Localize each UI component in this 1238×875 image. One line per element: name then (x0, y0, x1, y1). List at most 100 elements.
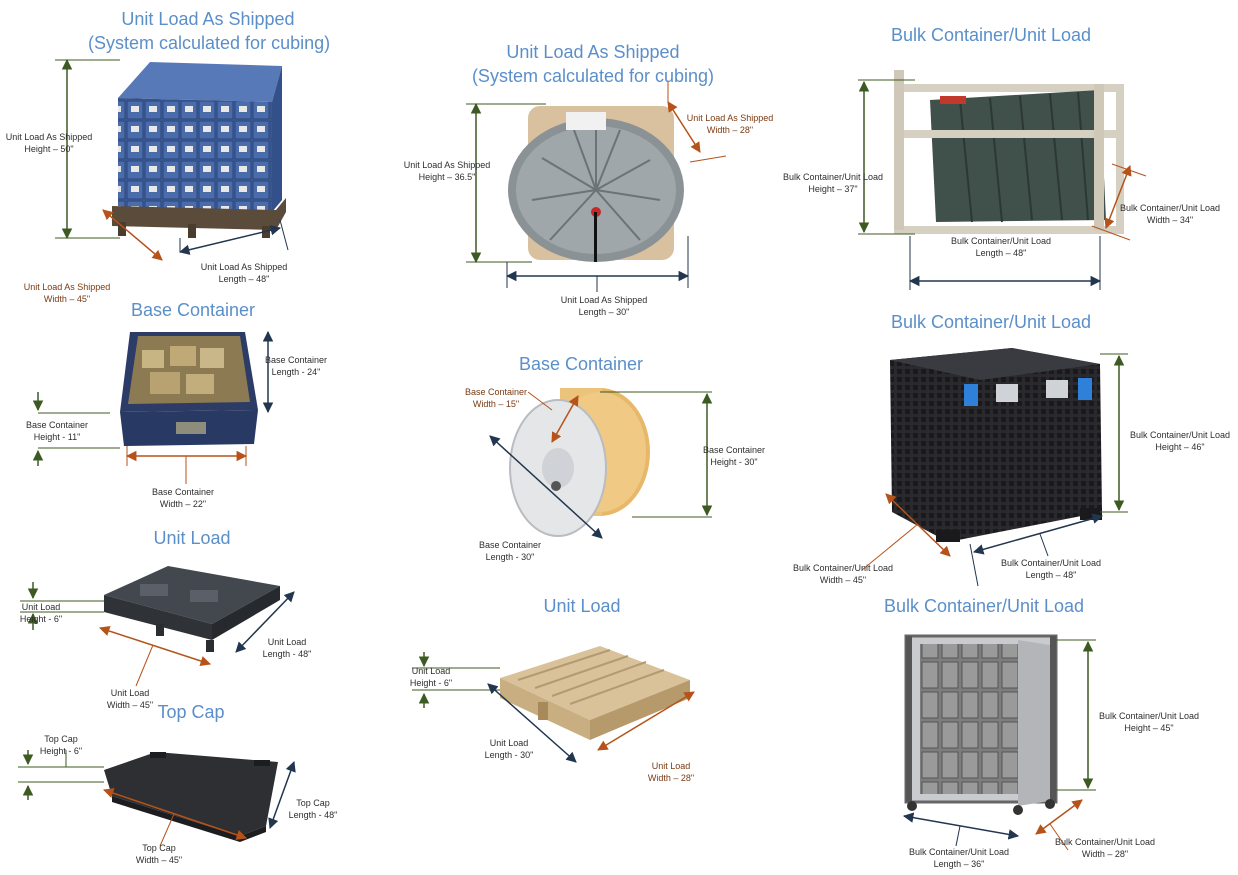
base-height-label-2: Base Container Height - 30" (700, 444, 768, 468)
base-container-title-2: Base Container (518, 354, 644, 374)
steel-rack-image (894, 70, 1124, 234)
label-line: Length – 48" (1025, 570, 1077, 580)
base-container-tote-image (120, 332, 258, 446)
label-line: Length – 48" (975, 248, 1027, 258)
shipped-title-2-main: Unit Load As Shipped (506, 42, 680, 62)
label-line: Length - 24" (271, 367, 321, 377)
label-line: Width – 28" (647, 773, 695, 783)
label-line: Base Container (25, 420, 89, 430)
bulk-2-width-label: Bulk Container/Unit Load Width – 45" (786, 562, 900, 586)
label-line: Length – 30" (578, 307, 630, 317)
unit-load-width-label-1: Unit Load Width – 45" (100, 687, 160, 711)
label-line: Unit Load (411, 666, 451, 676)
bulk-1-width-label: Bulk Container/Unit Load Width – 34" (1114, 202, 1226, 226)
label-line: Unit Load (21, 602, 61, 612)
top-cap-length-label: Top Cap Length - 48" (282, 797, 344, 821)
label-line: Bulk Container/Unit Load (1054, 837, 1156, 847)
label-line: Length – 36" (933, 859, 985, 869)
shipped-title-1-main: Unit Load As Shipped (121, 9, 295, 29)
shipped-height-label-1: Unit Load As Shipped Height – 50" (2, 131, 96, 155)
label-line: Unit Load (267, 637, 307, 647)
label-line: Height - 6" (409, 678, 453, 688)
shipped-width-label-2: Unit Load As Shipped Width – 28" (682, 112, 778, 136)
unit-load-length-label-2: Unit Load Length - 30" (478, 737, 540, 761)
unit-load-title-1: Unit Load (153, 528, 231, 548)
label-line: Bulk Container/Unit Load (908, 847, 1010, 857)
label-line: Length - 48" (262, 649, 312, 659)
cable-spool-image (509, 388, 650, 537)
label-line: Bulk Container/Unit Load (1119, 203, 1221, 213)
label-line: Bulk Container/Unit Load (1129, 430, 1231, 440)
bulk-1-length-label: Bulk Container/Unit Load Length – 48" (944, 235, 1058, 259)
label-line: Width – 34" (1146, 215, 1194, 225)
label-line: Base Container (151, 487, 215, 497)
bulk-2-length-label: Bulk Container/Unit Load Length – 48" (994, 557, 1108, 581)
collapsible-bulk-bin-image (890, 348, 1102, 542)
label-line: Height - 30" (710, 457, 758, 467)
bulk-3-height-label: Bulk Container/Unit Load Height – 45" (1092, 710, 1206, 734)
label-line: Base Container (464, 387, 528, 397)
reel-shipped-image (508, 106, 684, 262)
bulk-2-title: Bulk Container/Unit Load (890, 312, 1092, 332)
label-line: Width – 45" (819, 575, 867, 585)
bulk-1-height-label: Bulk Container/Unit Load Height – 37" (778, 171, 888, 195)
label-line: Bulk Container/Unit Load (792, 563, 894, 573)
base-width-label-1: Base Container Width – 22" (150, 486, 216, 510)
label-line: Width – 45" (135, 855, 183, 865)
unit-load-height-label-1: Unit Load Height - 6" (14, 601, 68, 625)
label-line: Top Cap (296, 798, 330, 808)
shipped-length-label-1: Unit Load As Shipped Length – 48" (196, 261, 292, 285)
bulk-1-title: Bulk Container/Unit Load (890, 25, 1092, 45)
label-line: Length - 30" (485, 552, 535, 562)
shipped-length-label-2: Unit Load As Shipped Length – 30" (556, 294, 652, 318)
label-line: Base Container (264, 355, 328, 365)
mobile-rack-image (904, 634, 1058, 815)
label-line: Width – 45" (43, 294, 91, 304)
bulk-2-height-label: Bulk Container/Unit Load Height – 46" (1124, 429, 1236, 453)
label-line: Height – 45" (1124, 723, 1174, 733)
unit-load-height-label-2: Unit Load Height - 6" (404, 665, 458, 689)
label-line: Base Container (478, 540, 542, 550)
base-height-label-1: Base Container Height - 11" (20, 419, 94, 443)
unit-load-title-2: Unit Load (543, 596, 621, 616)
label-line: Width – 28" (706, 125, 754, 135)
label-line: Height – 46" (1155, 442, 1205, 452)
label-line: Height - 11" (33, 432, 81, 442)
label-line: Height - 6" (19, 614, 63, 624)
label-line: Height - 6" (39, 746, 83, 756)
plastic-pallet-image (104, 566, 280, 652)
label-line: Bulk Container/Unit Load (950, 236, 1052, 246)
shipped-title-2-subtitle: (System calculated for cubing) (471, 66, 715, 86)
label-line: Width – 22" (159, 499, 207, 509)
label-line: Height – 37" (808, 184, 858, 194)
label-line: Width – 15" (472, 399, 520, 409)
base-length-label-2: Base Container Length - 30" (476, 539, 544, 563)
label-line: Height – 36.5" (418, 172, 476, 182)
wooden-pallet-image (500, 646, 690, 740)
shipped-title-2: Unit Load As Shipped (System calculated … (466, 40, 720, 88)
bulk-3-length-label: Bulk Container/Unit Load Length – 36" (902, 846, 1016, 870)
label-line: Bulk Container/Unit Load (782, 172, 884, 182)
label-line: Base Container (702, 445, 766, 455)
label-line: Unit Load As Shipped (686, 113, 774, 123)
top-cap-image (104, 752, 278, 842)
top-cap-width-label: Top Cap Width – 45" (128, 842, 190, 866)
label-line: Length - 48" (288, 810, 338, 820)
shipped-pallet-image (112, 62, 286, 238)
label-line: Height – 50" (24, 144, 74, 154)
label-line: Unit Load As Shipped (23, 282, 111, 292)
shipped-title-1: Unit Load As Shipped (System calculated … (88, 7, 330, 55)
top-cap-title: Top Cap (157, 702, 225, 722)
base-container-title-1: Base Container (130, 300, 256, 320)
label-line: Unit Load As Shipped (200, 262, 288, 272)
label-line: Top Cap (44, 734, 78, 744)
label-line: Bulk Container/Unit Load (1000, 558, 1102, 568)
base-width-label-2: Base Container Width – 15" (462, 386, 530, 410)
shipped-height-label-2: Unit Load As Shipped Height – 36.5" (400, 159, 494, 183)
bulk-3-title: Bulk Container/Unit Load (883, 596, 1085, 616)
top-cap-height-label: Top Cap Height - 6" (34, 733, 88, 757)
unit-load-width-label-2: Unit Load Width – 28" (640, 760, 702, 784)
label-line: Unit Load As Shipped (5, 132, 93, 142)
label-line: Unit Load As Shipped (560, 295, 648, 305)
